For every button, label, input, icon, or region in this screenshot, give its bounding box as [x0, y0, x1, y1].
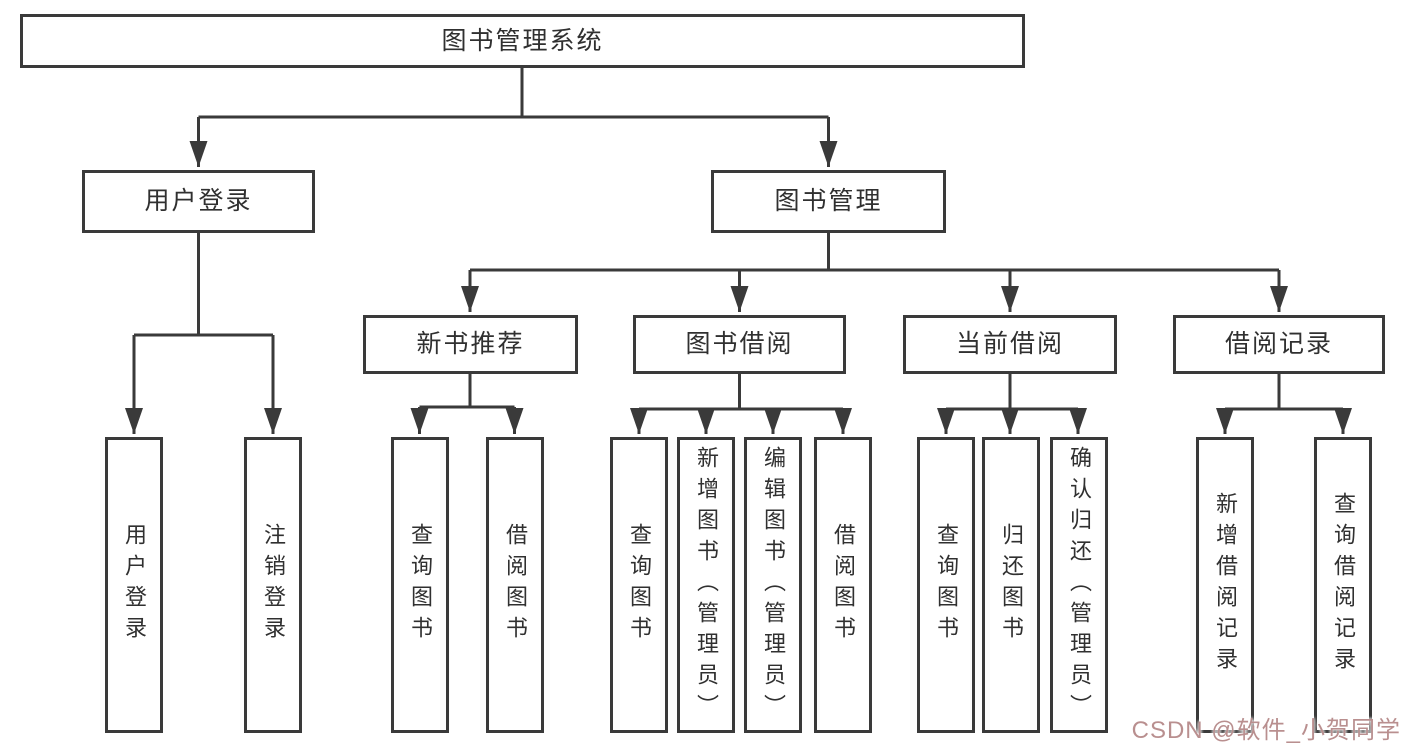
- leaf-add-borrow-record: 新增借阅记录: [1196, 437, 1254, 733]
- node-label: 查询图书: [408, 523, 433, 647]
- node-label: 注销登录: [261, 523, 286, 647]
- leaf-edit-books-admin: 编辑图书（管理员）: [744, 437, 802, 733]
- node-user-login: 用户登录: [82, 170, 315, 233]
- node-current-borrow: 当前借阅: [903, 315, 1117, 374]
- node-label: 新书推荐: [416, 330, 525, 358]
- node-label: 查询图书: [934, 523, 959, 647]
- node-label: 图书管理: [774, 187, 883, 215]
- node-book-management: 图书管理: [711, 170, 946, 233]
- node-book-borrow: 图书借阅: [633, 315, 846, 374]
- leaf-return-books: 归还图书: [982, 437, 1040, 733]
- node-root-system: 图书管理系统: [20, 14, 1025, 68]
- node-label: 借阅图书: [503, 523, 528, 647]
- node-borrow-records: 借阅记录: [1173, 315, 1385, 374]
- leaf-query-books-current: 查询图书: [917, 437, 975, 733]
- node-label: 当前借阅: [955, 330, 1064, 358]
- node-new-book-recommend: 新书推荐: [363, 315, 578, 374]
- leaf-borrow-books: 借阅图书: [814, 437, 872, 733]
- leaf-query-books-recommend: 查询图书: [391, 437, 449, 733]
- node-label: 编辑图书（管理员）: [761, 445, 786, 725]
- leaf-user-login: 用户登录: [105, 437, 163, 733]
- node-label: 图书管理系统: [441, 26, 604, 55]
- node-label: 图书借阅: [685, 330, 794, 358]
- leaf-query-borrow-record: 查询借阅记录: [1314, 437, 1372, 733]
- node-label: 确认归还（管理员）: [1067, 445, 1092, 725]
- leaf-add-books-admin: 新增图书（管理员）: [677, 437, 735, 733]
- node-label: 用户登录: [144, 187, 253, 215]
- leaf-query-books-borrow: 查询图书: [610, 437, 668, 733]
- node-label: 新增图书（管理员）: [694, 445, 719, 725]
- node-label: 查询图书: [627, 523, 652, 647]
- node-label: 借阅记录: [1224, 330, 1333, 358]
- node-label: 查询借阅记录: [1331, 492, 1356, 678]
- node-label: 用户登录: [122, 523, 147, 647]
- csdn-watermark: CSDN @软件_小贺同学: [1131, 717, 1401, 744]
- node-label: 归还图书: [999, 523, 1024, 647]
- leaf-borrow-books-recommend: 借阅图书: [486, 437, 544, 733]
- node-label: 新增借阅记录: [1213, 492, 1238, 678]
- leaf-confirm-return-admin: 确认归还（管理员）: [1050, 437, 1108, 733]
- node-label: 借阅图书: [831, 523, 856, 647]
- leaf-logout: 注销登录: [244, 437, 302, 733]
